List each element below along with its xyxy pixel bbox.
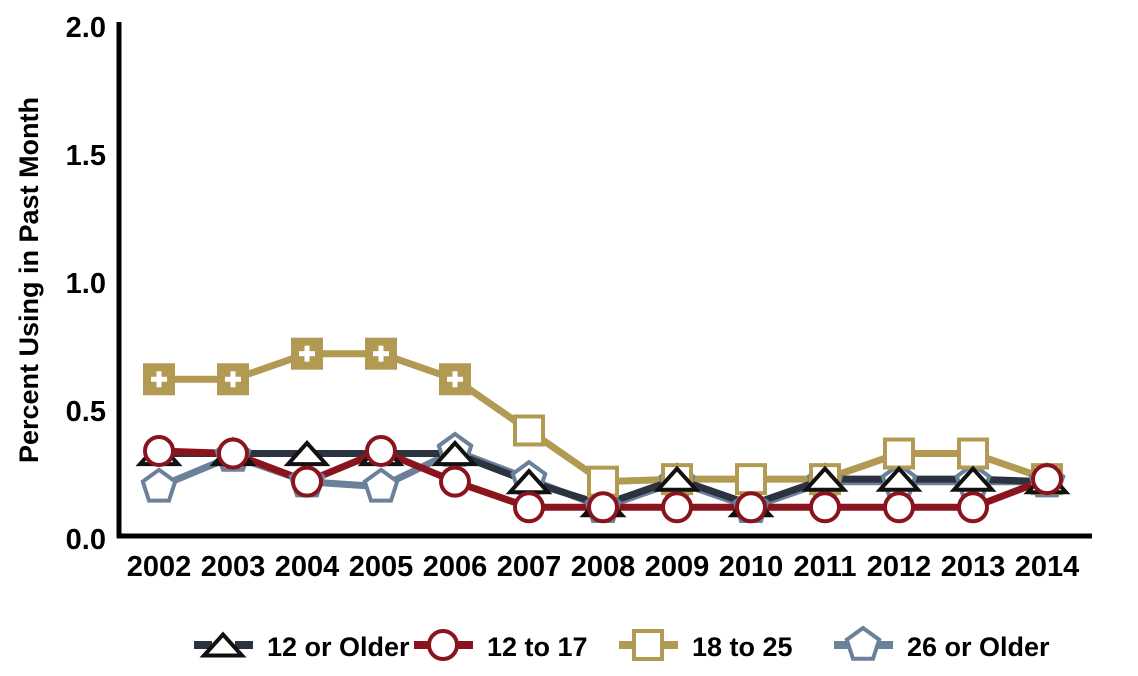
- x-tick-label: 2005: [349, 551, 414, 583]
- data-point: [291, 465, 323, 498]
- legend-label: 12 to 17: [487, 632, 588, 662]
- y-axis-title: Percent Using in Past Month: [14, 97, 44, 463]
- x-tick-label: 2010: [719, 551, 784, 583]
- data-point: [957, 437, 989, 470]
- y-tick-label: 1.0: [66, 268, 106, 300]
- data-point: [513, 414, 545, 447]
- data-point: [217, 363, 249, 396]
- marker-triangle: [199, 631, 247, 658]
- x-tick-labels: 2002 2003 2004 2005 2006 2007 2008 2009 2010 2011…: [127, 551, 1080, 583]
- data-point: [661, 491, 693, 524]
- data-point: [883, 437, 915, 470]
- x-tick-label: 2014: [1015, 551, 1080, 583]
- data-point: [140, 467, 178, 503]
- data-point: [513, 491, 545, 524]
- x-tick-label: 2011: [794, 551, 857, 583]
- y-tick-label: 2.0: [66, 12, 106, 44]
- y-tick-label: 0.0: [66, 524, 106, 556]
- x-tick-label: 2007: [497, 551, 562, 583]
- marker-square: [632, 629, 664, 661]
- y-tick-label: 1.5: [66, 140, 106, 172]
- data-series-group: [135, 337, 1071, 524]
- data-point: [439, 465, 471, 498]
- data-point: [587, 491, 619, 524]
- data-point: [217, 437, 249, 470]
- data-point: [735, 491, 767, 524]
- x-tick-label: 2008: [571, 551, 636, 583]
- data-point: [291, 337, 323, 370]
- data-point: [431, 440, 479, 467]
- x-tick-label: 2009: [645, 551, 710, 583]
- marker-circle: [427, 629, 459, 661]
- data-point: [653, 465, 701, 492]
- x-tick-label: 2012: [867, 551, 932, 583]
- data-point: [362, 467, 400, 503]
- legend-item-26-or-older[interactable]: 26 or Older: [834, 625, 1050, 662]
- axis-lines: [116, 22, 1092, 539]
- x-tick-label: 2006: [423, 551, 488, 583]
- data-point: [283, 440, 331, 467]
- data-point: [809, 491, 841, 524]
- x-tick-label: 2002: [127, 551, 192, 583]
- data-point: [735, 463, 767, 496]
- x-tick-label: 2004: [275, 551, 340, 583]
- y-tick-labels: 2.0 1.5 1.0 0.5 0.0: [66, 12, 106, 556]
- legend-label: 26 or Older: [907, 632, 1050, 662]
- legend-label: 12 or Older: [267, 632, 410, 662]
- data-point: [365, 337, 397, 370]
- data-point: [143, 363, 175, 396]
- data-point: [875, 465, 923, 492]
- y-tick-label: 0.5: [66, 396, 106, 428]
- legend-item-12-or-older[interactable]: 12 or Older: [194, 631, 410, 662]
- data-point: [439, 363, 471, 396]
- chart-legend: 12 or Older 12 to 17 18 to 25 26 or Older: [194, 625, 1050, 662]
- marker-pentagon: [844, 625, 882, 661]
- data-point: [801, 465, 849, 492]
- legend-item-18-to-25[interactable]: 18 to 25: [619, 629, 793, 662]
- data-point: [1031, 463, 1063, 496]
- x-tick-label: 2013: [941, 551, 1006, 583]
- data-point: [949, 465, 997, 492]
- data-point: [365, 434, 397, 467]
- legend-item-12-to-17[interactable]: 12 to 17: [414, 629, 588, 662]
- data-point: [883, 491, 915, 524]
- data-point: [587, 465, 619, 498]
- x-tick-label: 2003: [201, 551, 266, 583]
- data-point: [957, 491, 989, 524]
- data-point: [143, 434, 175, 467]
- legend-label: 18 to 25: [692, 632, 793, 662]
- y-axis-title-text: Percent Using in Past Month: [14, 97, 44, 463]
